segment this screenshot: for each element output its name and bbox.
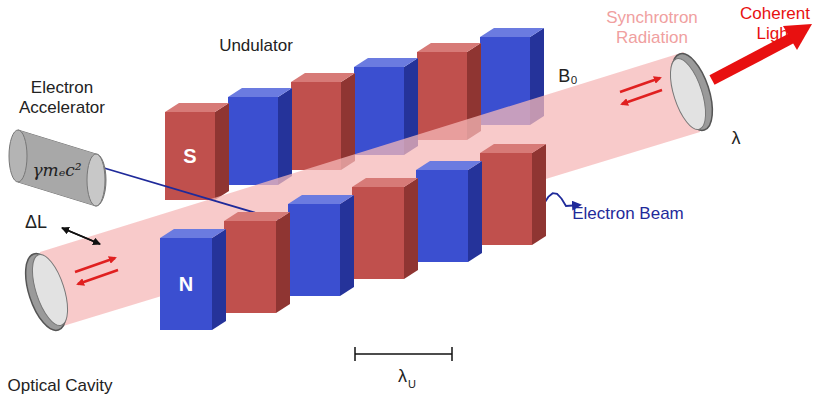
- delta-l-arrow: [62, 228, 100, 244]
- period-bracket: [355, 347, 452, 361]
- pole-letter: S: [183, 145, 196, 168]
- radiation-name: Synchrotron Radiation: [592, 8, 712, 48]
- accelerator-cylinder: γmₑc²: [4, 124, 110, 212]
- pole-letter: N: [179, 273, 193, 296]
- undulator-bottom-magnets: [160, 144, 546, 330]
- wavelength-symbol: λ: [732, 128, 741, 149]
- period-symbol: λ: [398, 366, 407, 387]
- output-beam: [712, 38, 792, 80]
- light-beam: [40, 52, 700, 330]
- right-mirror: [663, 49, 720, 136]
- magnet-pole: N: [160, 238, 212, 330]
- magnet-pole: S: [165, 112, 215, 200]
- energy-formula: γmₑc²: [32, 160, 81, 180]
- field-symbol: B₀: [558, 66, 577, 87]
- period-subscript: U: [408, 377, 416, 391]
- part-name: Optical Cavity: [8, 376, 113, 396]
- output-name: Coherent Light: [735, 4, 815, 44]
- delta-l-arrow: [62, 228, 100, 244]
- length-change: ΔL: [25, 212, 47, 233]
- part-name: Electron Beam: [572, 204, 684, 224]
- part-name: Undulator: [219, 36, 293, 56]
- left-mirror: [17, 249, 74, 336]
- part-name: Electron Accelerator: [7, 78, 117, 118]
